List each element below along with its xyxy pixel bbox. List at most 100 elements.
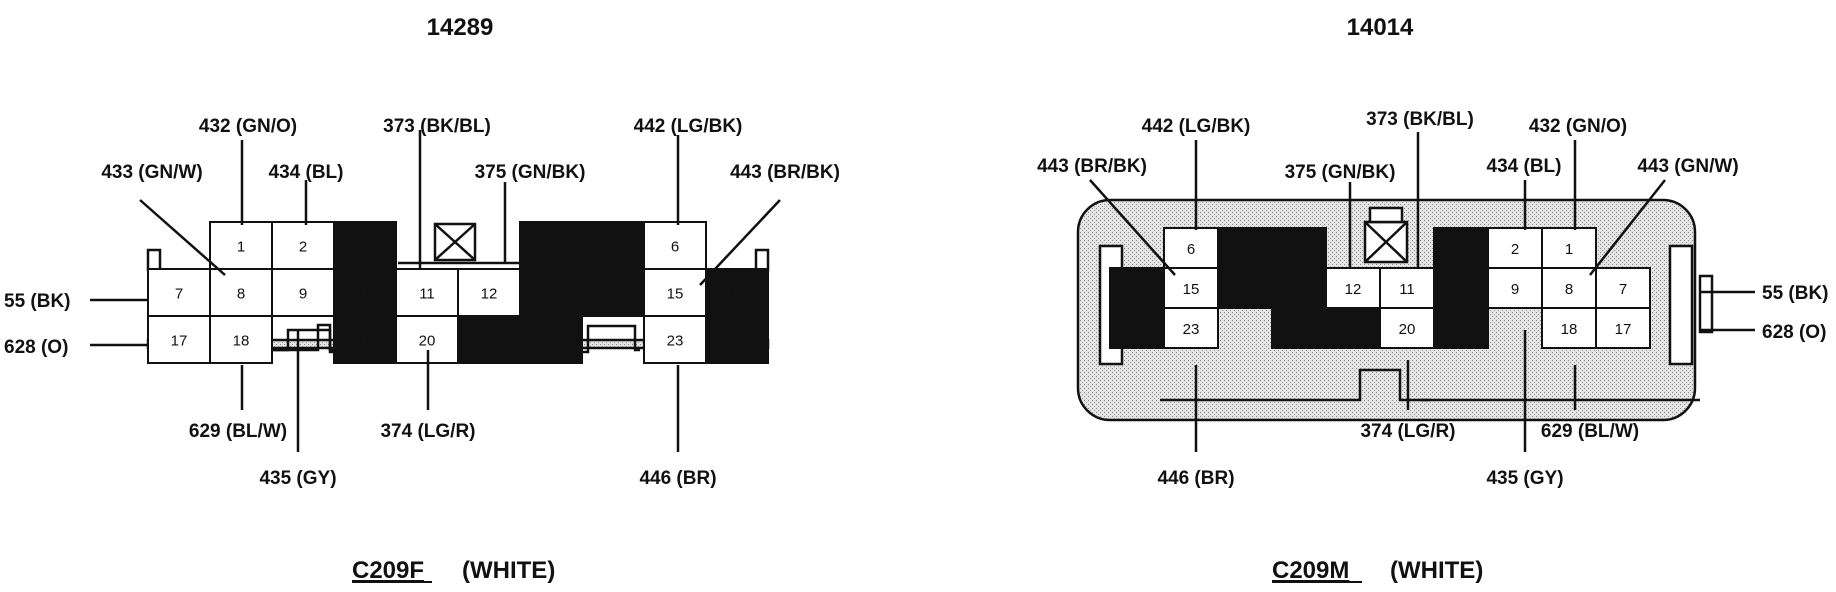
pin-number-22: 22 [1291, 321, 1308, 338]
cavity-14 [1217, 267, 1273, 309]
cavity-12 [1325, 267, 1381, 309]
pin-number-2: 2 [299, 239, 307, 256]
pin-number-18: 18 [233, 333, 250, 350]
pin-number-1: 1 [1565, 241, 1573, 258]
cavity-4 [1271, 227, 1327, 269]
pin-number-5: 5 [609, 239, 617, 256]
pin-number-22: 22 [543, 333, 560, 350]
wire-443-gn-w-m: 443 (GN/W) [1637, 156, 1738, 177]
cavity-22 [519, 315, 583, 364]
cavity-2 [271, 221, 335, 270]
cavity-24 [1109, 307, 1165, 349]
pin-number-17: 17 [1615, 321, 1632, 338]
cavity-9 [271, 268, 335, 317]
cavity-18 [1541, 307, 1597, 349]
wire-628-o: 628 (O) [4, 337, 68, 358]
wire-433-gn-w: 433 (GN/W) [101, 162, 202, 183]
pin-number-18: 18 [1561, 321, 1578, 338]
pin-number-15: 15 [667, 286, 684, 303]
pin-number-14: 14 [1237, 281, 1254, 298]
pin-number-6: 6 [671, 239, 679, 256]
pin-number-7: 7 [175, 286, 183, 303]
pin-number-16: 16 [1129, 281, 1146, 298]
wire-443-br-bk-m: 443 (BR/BK) [1037, 156, 1147, 177]
wire-435-gy-m: 435 (GY) [1486, 468, 1563, 489]
cavity-7 [147, 268, 211, 317]
pin-number-2: 2 [1511, 241, 1519, 258]
wire-442-lg-bk-m: 442 (LG/BK) [1142, 116, 1251, 137]
wire-629-bl-w: 629 (BL/W) [189, 421, 287, 442]
connector-color-left: (WHITE) [462, 557, 555, 584]
wire-434-bl: 434 (BL) [269, 162, 344, 183]
pin-number-16: 16 [729, 286, 746, 303]
wire-442-lg-bk: 442 (LG/BK) [634, 116, 743, 137]
wire-432-gn-o-m: 432 (GN/O) [1529, 116, 1627, 137]
pin-number-15: 15 [1183, 281, 1200, 298]
cavity-14 [581, 268, 645, 317]
cavity-5 [581, 221, 645, 270]
pin-number-6: 6 [1187, 241, 1195, 258]
pin-number-12: 12 [481, 286, 498, 303]
pin-number-5: 5 [1241, 241, 1249, 258]
pin-number-14: 14 [605, 286, 622, 303]
wire-375-gn-bk: 375 (GN/BK) [475, 162, 586, 183]
pin-number-20: 20 [419, 333, 436, 350]
pin-number-23: 23 [667, 333, 684, 350]
wire-375-gn-bk-m: 375 (GN/BK) [1285, 162, 1396, 183]
cavity-23 [1163, 307, 1219, 349]
pin-number-10: 10 [357, 286, 374, 303]
cavity-22 [1271, 307, 1327, 349]
part-number-left: 14289 [427, 14, 494, 41]
pin-number-3: 3 [361, 239, 369, 256]
wire-432-gn-o: 432 (GN/O) [199, 116, 297, 137]
wire-55-bk: 55 (BK) [4, 291, 71, 312]
cavity-15 [643, 268, 707, 317]
pin-number-12: 12 [1345, 281, 1362, 298]
part-number-right: 14014 [1347, 14, 1414, 41]
wire-55-bk-m: 55 (BK) [1762, 283, 1829, 304]
pin-number-8: 8 [1565, 281, 1573, 298]
wire-443-br-bk: 443 (BR/BK) [730, 162, 840, 183]
wire-446-br-m: 446 (BR) [1157, 468, 1234, 489]
cavity-19 [1433, 307, 1489, 349]
c209m-leader-lines [1089, 132, 1755, 452]
wire-628-o-m: 628 (O) [1762, 322, 1826, 343]
pin-number-17: 17 [171, 333, 188, 350]
pin-number-20: 20 [1399, 321, 1416, 338]
cavity-1 [1541, 227, 1597, 269]
pin-number-11: 11 [419, 286, 435, 303]
cavity-11 [395, 268, 459, 317]
cavity-19 [333, 315, 397, 364]
wire-446-br: 446 (BR) [639, 468, 716, 489]
cavity-2 [1487, 227, 1543, 269]
pin-number-21: 21 [481, 333, 498, 350]
wire-435-gy: 435 (GY) [259, 468, 336, 489]
wire-629-bl-w-m: 629 (BL/W) [1541, 421, 1639, 442]
cavity-21 [1325, 307, 1381, 349]
pin-number-24: 24 [729, 333, 746, 350]
c209f-leader-lines [90, 130, 781, 452]
pin-number-9: 9 [1511, 281, 1519, 298]
pin-number-4: 4 [547, 239, 555, 256]
wire-373-bk-bl-m: 373 (BK/BL) [1366, 109, 1474, 130]
cavity-16 [705, 268, 769, 317]
cavity-17 [1595, 307, 1651, 349]
connector-name-right: C209M [1272, 557, 1349, 584]
pin-number-21: 21 [1345, 321, 1362, 338]
wire-434-bl-m: 434 (BL) [1487, 156, 1562, 177]
connector-color-right: (WHITE) [1390, 557, 1483, 584]
connector-name-left: C209F [352, 557, 424, 584]
cavity-24 [705, 315, 769, 364]
pin-number-10: 10 [1453, 281, 1470, 298]
pin-number-19: 19 [1453, 321, 1470, 338]
cavity-13 [519, 268, 583, 317]
pin-number-13: 13 [1291, 281, 1308, 298]
pin-number-9: 9 [299, 286, 307, 303]
pin-number-4: 4 [1295, 241, 1303, 258]
wire-374-lg-r-m: 374 (LG/R) [1360, 421, 1455, 442]
